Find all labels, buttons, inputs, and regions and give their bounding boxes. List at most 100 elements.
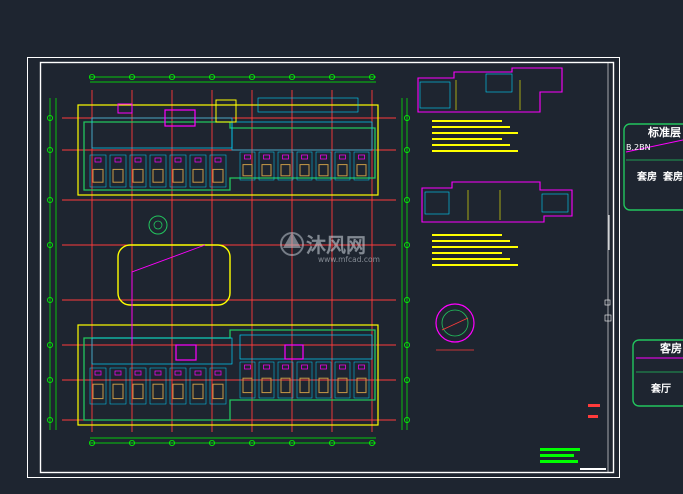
bed-furniture (152, 168, 164, 183)
room-outline (258, 151, 275, 181)
spec-note-line (432, 264, 518, 266)
side-panel-top: 标准层 B.2BN 套房 套房 (623, 123, 683, 211)
bathroom-fixture (263, 154, 270, 160)
sheet-outer-frame (27, 57, 620, 478)
spec-note-line (432, 132, 518, 134)
axis-bubble (168, 74, 175, 81)
bed-furniture (337, 377, 348, 394)
room-outline (258, 361, 275, 399)
bathroom-fixture (244, 364, 251, 370)
room-outline (129, 367, 147, 405)
bed-furniture (318, 377, 329, 394)
room-outline (277, 361, 294, 399)
bathroom-fixture (320, 364, 327, 370)
axis-bubble (47, 146, 54, 153)
bathroom-fixture (358, 154, 365, 160)
room-outline (239, 361, 256, 399)
spec-note-line (432, 234, 502, 236)
spec-note-line (432, 138, 502, 140)
bed-furniture (242, 377, 253, 394)
bed-furniture (152, 383, 164, 400)
room-outline (109, 367, 127, 405)
bathroom-fixture (194, 370, 202, 376)
upper-wing (77, 97, 379, 196)
axis-bubble (89, 74, 96, 81)
bed-furniture (318, 164, 329, 177)
axis-bubble (403, 115, 410, 122)
courtyard-path (131, 244, 206, 345)
bed-furniture (299, 164, 310, 177)
axis-bubble (403, 341, 410, 348)
bed-furniture (280, 377, 291, 394)
room-detail-2 (421, 181, 573, 266)
room-outline (149, 154, 167, 188)
bed-furniture (172, 383, 184, 400)
axis-bubble (47, 296, 54, 303)
side-panel-top-title: 标准层 (647, 125, 681, 139)
bathroom-fixture (301, 364, 308, 370)
room-outline (189, 154, 207, 188)
bathroom-fixture (339, 364, 346, 370)
bathroom-fixture (339, 154, 346, 160)
room-outline (239, 151, 256, 181)
room-outline (315, 361, 332, 399)
axis-bubble (248, 439, 255, 446)
bed-furniture (92, 168, 104, 183)
bathroom-fixture (174, 370, 182, 376)
bed-furniture (242, 164, 253, 177)
side-panel-top-code: B.2BN (626, 143, 651, 152)
axis-bubble (328, 74, 335, 81)
bed-furniture (261, 377, 272, 394)
bathroom-fixture (263, 364, 270, 370)
room-outline (315, 151, 332, 181)
bed-furniture (192, 168, 204, 183)
axis-bubble (288, 74, 295, 81)
axis-bubble (47, 115, 54, 122)
side-panel-top-room-right: 套房 (662, 170, 683, 183)
bathroom-fixture (194, 157, 202, 163)
spec-note-line (432, 150, 518, 152)
room-outline (89, 154, 107, 188)
axis-bubbles (47, 74, 410, 446)
bathroom-fixture (358, 364, 365, 370)
bed-furniture (337, 164, 348, 177)
spec-note-line (432, 252, 502, 254)
bathroom-fixture (114, 370, 122, 376)
bed-furniture (112, 168, 124, 183)
bathroom-fixture (154, 370, 162, 376)
axis-bubble (403, 196, 410, 203)
bathroom-fixture (214, 370, 222, 376)
bed-furniture (212, 383, 224, 400)
bathroom-fixture (114, 157, 122, 163)
room-outline (169, 154, 187, 188)
dimension-lines (49, 76, 408, 444)
spec-note-line (432, 246, 518, 248)
bed-furniture (132, 168, 144, 183)
bed-furniture (112, 383, 124, 400)
side-panel-bottom-title: 客房 (659, 341, 682, 355)
bathroom-fixture (244, 154, 251, 160)
room-outline (169, 367, 187, 405)
watermark: 沐风网 www.mfcad.com (280, 232, 380, 264)
watermark-brand: 沐风网 (306, 233, 366, 257)
axis-bubble (403, 296, 410, 303)
watermark-logo-icon (280, 232, 304, 256)
courtyard-tree (148, 215, 168, 235)
axis-bubble (47, 341, 54, 348)
axis-bubble (89, 439, 96, 446)
axis-bubble (248, 74, 255, 81)
sheet-inner-frame (39, 61, 615, 474)
axis-bubble (128, 439, 135, 446)
room-outline (334, 361, 351, 399)
room-outline (353, 361, 370, 399)
axis-bubble (128, 74, 135, 81)
axis-bubble (208, 74, 215, 81)
room-outline (109, 154, 127, 188)
bed-furniture (172, 168, 184, 183)
room-outline (89, 367, 107, 405)
bathroom-fixture (134, 370, 142, 376)
axis-bubble (208, 439, 215, 446)
bathroom-fixture (94, 157, 102, 163)
